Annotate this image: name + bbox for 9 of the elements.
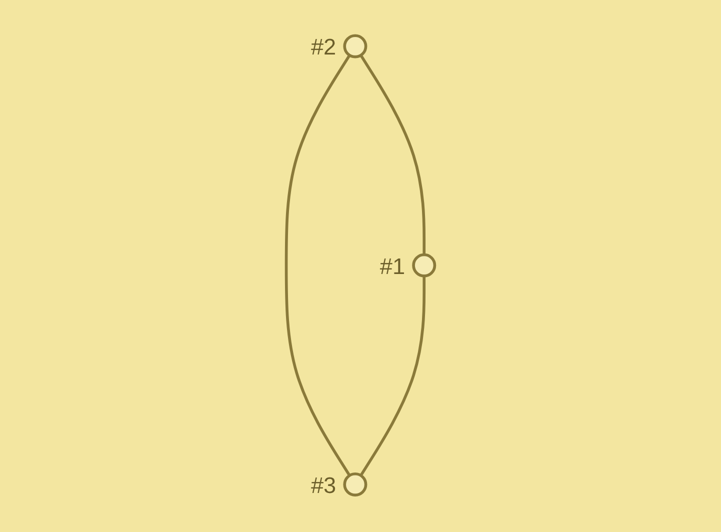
connector-line	[284, 54, 351, 476]
node-number: #1	[380, 254, 406, 279]
node-number: #3	[310, 472, 336, 498]
connector-line	[360, 276, 426, 476]
circle-node	[380, 253, 436, 279]
node-number: #2	[310, 34, 336, 60]
circle-node	[310, 34, 368, 60]
connector-line	[360, 54, 426, 255]
circle-node	[310, 472, 368, 498]
